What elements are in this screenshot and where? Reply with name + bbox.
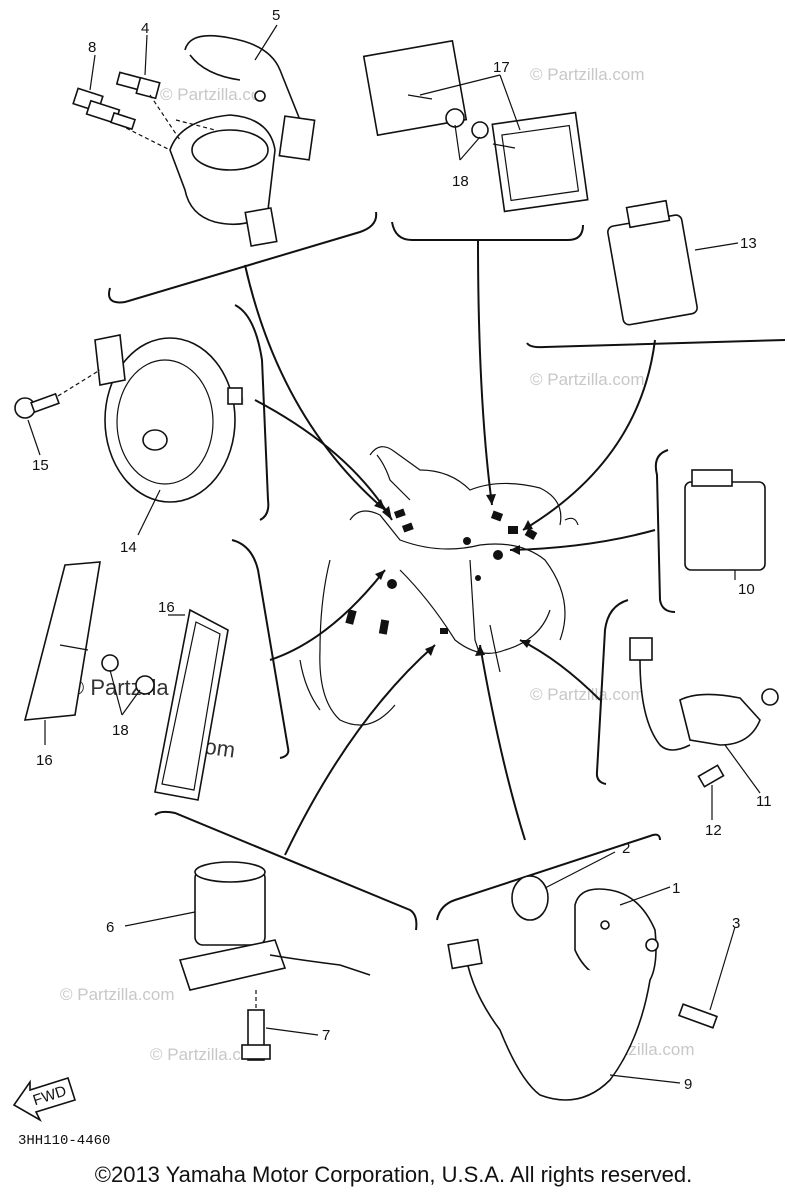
copyright-notice: ©2013 Yamaha Motor Corporation, U.S.A. A… bbox=[94, 1162, 693, 1187]
relay-10-part bbox=[684, 469, 766, 571]
group-brackets bbox=[108, 211, 786, 931]
reflector-top-right-part bbox=[445, 108, 589, 213]
callout-1: 1 bbox=[672, 880, 680, 897]
reflector-top-left-part bbox=[362, 39, 468, 137]
side-reflector-right-part bbox=[154, 608, 229, 801]
callout-13: 13 bbox=[740, 235, 757, 252]
callout-17: 17 bbox=[493, 59, 510, 76]
bolt-15-part bbox=[14, 369, 101, 419]
callout-2: 2 bbox=[622, 840, 630, 857]
callout-8: 8 bbox=[88, 39, 96, 56]
callout-4: 4 bbox=[141, 20, 149, 37]
diagram-part-code: 3HH110-4460 bbox=[18, 1133, 111, 1149]
horn-part bbox=[94, 334, 243, 503]
side-reflector-left-part bbox=[23, 561, 155, 721]
watermark: © Partzilla.com bbox=[150, 1045, 265, 1064]
watermark: © Partzilla.com bbox=[160, 85, 275, 104]
callout-12: 12 bbox=[705, 822, 722, 839]
watermark: © Partzilla.com bbox=[530, 65, 645, 84]
relay-13-part bbox=[607, 199, 698, 326]
callout-6: 6 bbox=[106, 919, 114, 936]
callout-labels: 1 2 3 4 5 6 7 8 9 10 11 12 13 14 15 16 1… bbox=[32, 7, 772, 1093]
motorcycle-frame bbox=[299, 446, 579, 726]
callout-16a: 16 bbox=[36, 752, 53, 769]
callout-15: 15 bbox=[32, 457, 49, 474]
callout-11: 11 bbox=[756, 793, 772, 810]
callout-leaders bbox=[27, 24, 761, 1084]
callout-10: 10 bbox=[738, 581, 755, 598]
callout-16b: 16 bbox=[158, 599, 175, 616]
callout-14: 14 bbox=[120, 539, 137, 556]
watermark: © Partzilla.com bbox=[530, 370, 645, 389]
callout-18a: 18 bbox=[452, 173, 469, 190]
watermark: © Partzilla.com bbox=[530, 685, 645, 704]
forward-direction-arrow: FWD bbox=[12, 1076, 77, 1123]
leader-lines bbox=[244, 239, 656, 856]
solenoid-unit-part bbox=[119, 94, 278, 247]
callout-18b: 18 bbox=[112, 722, 129, 739]
neutral-switch-part bbox=[72, 71, 161, 131]
starter-relay-part bbox=[178, 861, 371, 1061]
watermark: © Partzilla.com bbox=[60, 985, 175, 1004]
sensor-11-part bbox=[629, 637, 779, 788]
wire-lead-part bbox=[184, 34, 316, 161]
callout-5: 5 bbox=[272, 7, 280, 24]
gear-switch-part bbox=[447, 875, 718, 1101]
callout-3: 3 bbox=[732, 915, 740, 932]
callout-7: 7 bbox=[322, 1027, 330, 1044]
callout-9: 9 bbox=[684, 1076, 692, 1093]
